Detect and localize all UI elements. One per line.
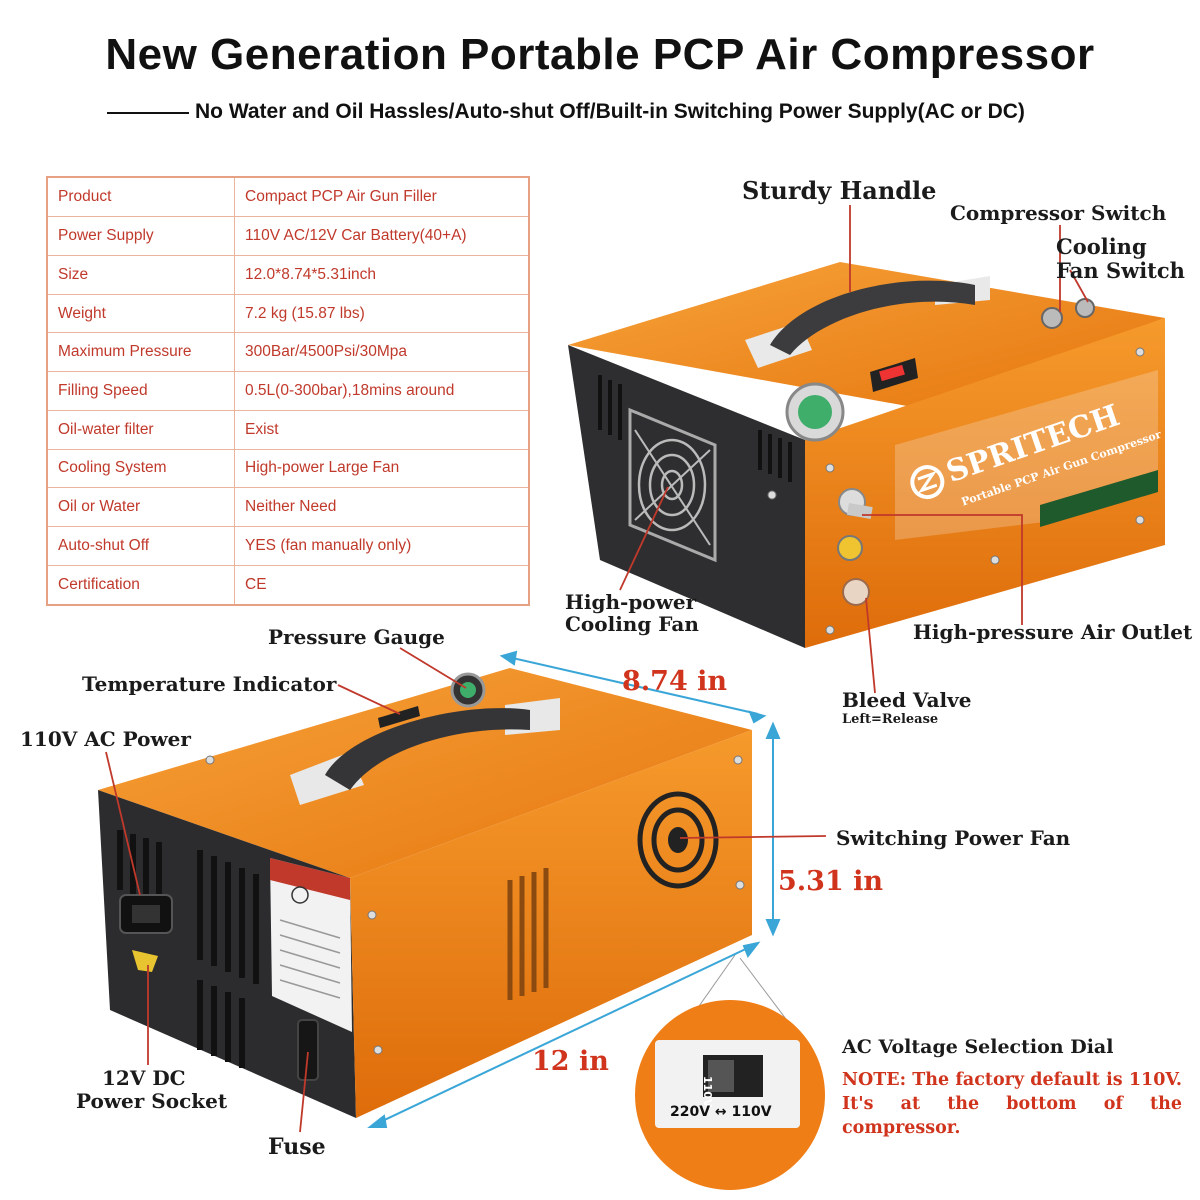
spec-key: Product (46, 176, 235, 218)
spec-key: Filling Speed (46, 371, 235, 411)
page-subtitle: No Water and Oil Hassles/Auto-shut Off/B… (195, 100, 1025, 123)
spec-key: Oil-water filter (46, 409, 235, 450)
label-cooling-fan-switch-2: Fan Switch (1056, 258, 1185, 283)
page-title: New Generation Portable PCP Air Compress… (105, 30, 1095, 79)
spec-value: 7.2 kg (15.87 lbs) (234, 293, 530, 334)
label-air-outlet: High-pressure Air Outlet (913, 620, 1193, 644)
note-text: The factory default is 110V. It's at the… (842, 1070, 1182, 1138)
subtitle-rule (107, 112, 189, 114)
label-compressor-switch: Compressor Switch (950, 201, 1167, 225)
spec-key: Power Supply (46, 216, 235, 256)
spec-value: Exist (234, 409, 530, 450)
dimension-width: 8.74 in (622, 666, 728, 697)
voltage-dial-zoom: 110V 220V ↔ 110V (635, 1000, 825, 1190)
label-dc-socket-2: Power Socket (76, 1089, 228, 1113)
dimension-height: 5.31 in (778, 866, 884, 897)
spec-value: Neither Need (234, 487, 530, 527)
label-cooling-fan-switch-1: Cooling (1056, 234, 1147, 259)
sturdy-handle-graphic (745, 276, 990, 368)
dimension-length: 12 in (532, 1046, 609, 1077)
spec-key: Weight (46, 293, 235, 334)
label-fuse: Fuse (268, 1134, 326, 1160)
voltage-note: NOTE: The factory default is 110V. It's … (842, 1068, 1182, 1140)
spec-value: 0.5L(0-300bar),18mins around (234, 371, 530, 411)
label-cooling-fan-1: High-power (565, 590, 697, 614)
dial-switch-text: 110V (701, 1076, 714, 1108)
spec-key: Size (46, 254, 235, 295)
switching-fan-graphic (637, 791, 719, 889)
spec-key: Auto-shut Off (46, 525, 235, 566)
spec-value: 110V AC/12V Car Battery(40+A) (234, 216, 530, 256)
note-key: NOTE: (842, 1070, 907, 1090)
spec-value: High-power Large Fan (234, 448, 530, 489)
callout-lines (105, 205, 1089, 1133)
label-cooling-fan-2: Cooling Fan (565, 612, 699, 636)
label-pressure-gauge: Pressure Gauge (268, 625, 445, 649)
label-bleed-valve-note: Left=Release (842, 712, 939, 727)
spec-key: Certification (46, 564, 235, 606)
label-ac-power: 110V AC Power (20, 727, 191, 751)
label-temperature-indicator: Temperature Indicator (82, 672, 337, 696)
spec-value: Compact PCP Air Gun Filler (234, 176, 530, 218)
compressor-bottom-view (98, 668, 752, 1118)
spec-value: CE (234, 564, 530, 606)
spec-key: Maximum Pressure (46, 332, 235, 373)
label-dc-socket-1: 12V DC (102, 1066, 186, 1090)
cooling-fan-grill (628, 407, 717, 563)
spec-key: Cooling System (46, 448, 235, 489)
compressor-top-view (568, 262, 1165, 648)
label-sturdy-handle: Sturdy Handle (742, 176, 937, 205)
dial-reading: 220V ↔ 110V (670, 1104, 772, 1120)
dimension-lines (367, 650, 781, 1128)
spec-value: 12.0*8.74*5.31inch (234, 254, 530, 295)
label-voltage-dial: AC Voltage Selection Dial (842, 1036, 1114, 1058)
label-bleed-valve: Bleed Valve (842, 688, 972, 712)
label-switching-power-fan: Switching Power Fan (836, 826, 1071, 850)
